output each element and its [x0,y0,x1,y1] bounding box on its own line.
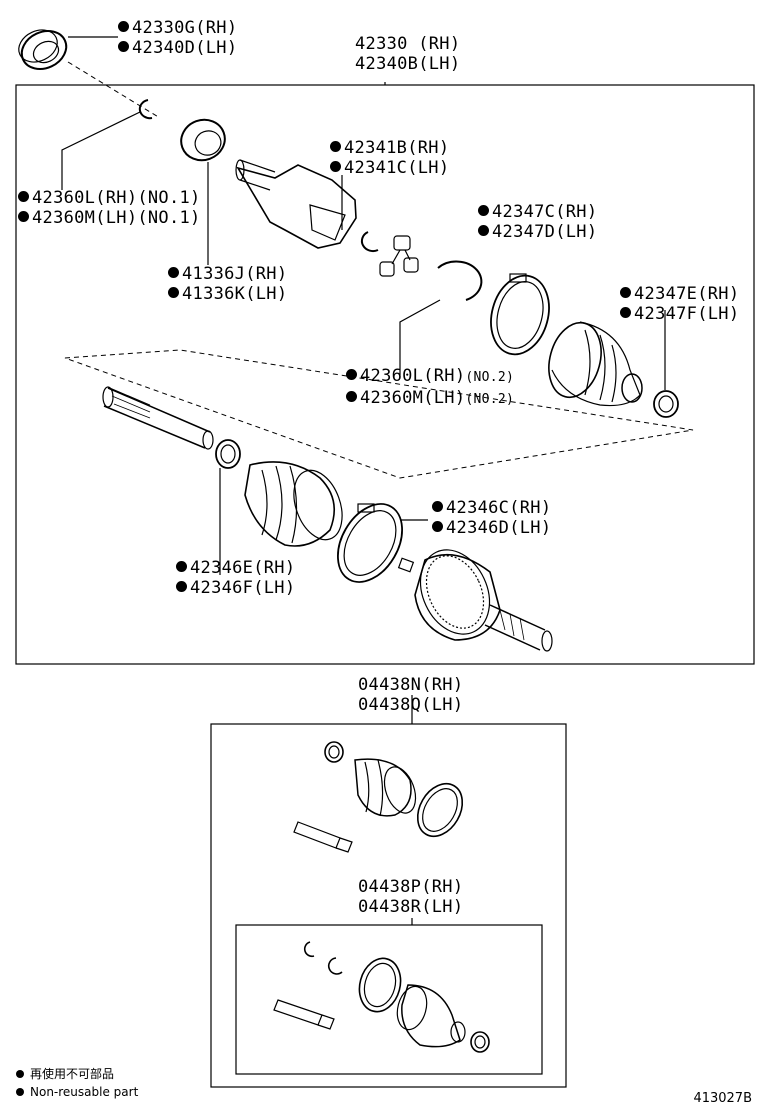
non-reusable-marker-icon [18,211,29,222]
non-reusable-marker-icon [620,307,631,318]
non-reusable-marker-icon [478,205,489,216]
drive-shaft [102,386,214,450]
callout-snap-ring-1: 42360L(RH)(NO.1) 42360M(LH)(NO.1) [18,188,201,228]
outboard-joint [397,549,553,652]
non-reusable-marker-icon [168,287,179,298]
callout-outer-clamp-c: 42346C(RH) 42346D(LH) [432,498,551,538]
non-reusable-marker-icon [16,1088,24,1096]
non-reusable-marker-icon [16,1070,24,1078]
callout-boot-kit-outer: 04438N(RH) 04438Q(LH) [358,675,464,715]
non-reusable-marker-icon [330,161,341,172]
oil-seal [18,29,68,70]
callout-tripod-ring: 42341B(RH) 42341C(LH) [330,138,449,178]
kit-inner-snap-ring-2 [327,957,343,975]
non-reusable-marker-icon [478,225,489,236]
dust-deflector [180,118,226,162]
outer-clamp-c [337,503,403,583]
non-reusable-marker-icon [330,141,341,152]
inner-boot [548,321,643,407]
callout-snap-ring-2: 42360L(RH)(NO.2) 42360M(LH)(NO.2) [346,366,514,410]
kit-inner-clamp [358,957,402,1013]
boot-kit-inner-frame [235,924,543,1075]
kit-outer-boot [354,758,417,817]
kit-inner-clamp-small [470,1031,490,1053]
tripod-spider [379,235,419,277]
callout-boot-kit-inner: 04438P(RH) 04438R(LH) [358,877,464,917]
dashed-guide [64,349,694,479]
callout-shaft-assy: 42330 (RH) 42340B(LH) [355,34,461,74]
kit-inner-snap-ring-1 [303,941,315,958]
boot-clamp-c [490,273,550,356]
non-reusable-marker-icon [432,501,443,512]
non-reusable-marker-icon [620,287,631,298]
kit-outer-grease-tube [293,821,353,853]
kit-outer-clamp-large [416,782,464,838]
callout-seal: 42330G(RH) 42340D(LH) [118,18,237,58]
legend-japanese: 再使用不可部品 [16,1066,114,1082]
non-reusable-marker-icon [432,521,443,532]
non-reusable-marker-icon [118,21,129,32]
tripod-snap-ring [360,231,379,253]
snap-ring-1 [138,99,153,120]
non-reusable-marker-icon [176,561,187,572]
legend-english: Non-reusable part [16,1084,138,1100]
non-reusable-marker-icon [346,391,357,402]
outer-clamp-e [215,439,241,469]
boot-kit-outer-frame [210,723,567,1088]
callout-dust-deflector: 41336J(RH) 41336K(LH) [168,264,287,304]
kit-inner-grease-tube [273,999,335,1030]
snap-ring-2 [437,260,483,301]
boot-clamp-e [653,390,679,418]
non-reusable-marker-icon [18,191,29,202]
kit-inner-boot [396,984,466,1048]
tripod-housing [235,159,357,249]
callout-boot-clamp-c: 42347C(RH) 42347D(LH) [478,202,597,242]
figure-id: 413027B [693,1091,752,1106]
non-reusable-marker-icon [176,581,187,592]
non-reusable-marker-icon [346,369,357,380]
callout-outer-clamp-e: 42346E(RH) 42346F(LH) [176,558,295,598]
kit-outer-clamp-small [324,741,344,763]
outer-boot [244,461,343,547]
callout-boot-clamp-e: 42347E(RH) 42347F(LH) [620,284,739,324]
non-reusable-marker-icon [118,41,129,52]
non-reusable-marker-icon [168,267,179,278]
